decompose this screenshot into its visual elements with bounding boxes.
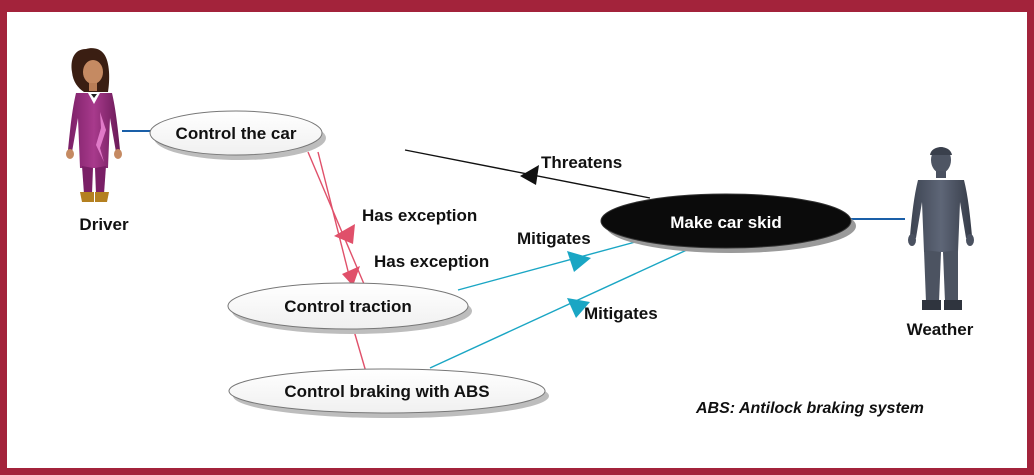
use-case-label-control-traction: Control traction: [284, 297, 412, 316]
has-exception-relations: [307, 151, 367, 373]
mitigates-relations: [429, 237, 703, 369]
abs-footnote: ABS: Antilock braking system: [695, 400, 924, 417]
use-case-label-control-car: Control the car: [176, 124, 297, 143]
actor-label-weather: Weather: [907, 320, 974, 339]
actor-label-driver: Driver: [79, 215, 129, 234]
relation-label-has-exception-2: Has exception: [374, 252, 489, 271]
use-case-control-traction[interactable]: Control traction: [227, 282, 472, 334]
use-case-control-the-car[interactable]: Control the car: [149, 110, 326, 160]
use-case-label-make-skid: Make car skid: [670, 213, 782, 232]
relation-label-mitigates-1: Mitigates: [517, 229, 591, 248]
threatens-arrowhead: [520, 165, 539, 185]
relation-label-mitigates-2: Mitigates: [584, 304, 658, 323]
relation-label-threatens: Threatens: [541, 153, 622, 172]
mitigates-arrowhead-1: [567, 251, 591, 272]
use-case-label-control-braking: Control braking with ABS: [284, 382, 489, 401]
driver-actor-icon: [66, 48, 122, 202]
use-case-make-car-skid[interactable]: Make car skid: [600, 193, 856, 253]
weather-actor-icon: [908, 147, 974, 310]
use-case-control-braking[interactable]: Control braking with ABS: [228, 368, 549, 418]
has-exception-arrowhead-1: [334, 224, 355, 244]
has-exception-arrowhead-2: [342, 266, 360, 286]
relation-label-has-exception-1: Has exception: [362, 206, 477, 225]
mitigates-arrowhead-2: [567, 298, 590, 318]
